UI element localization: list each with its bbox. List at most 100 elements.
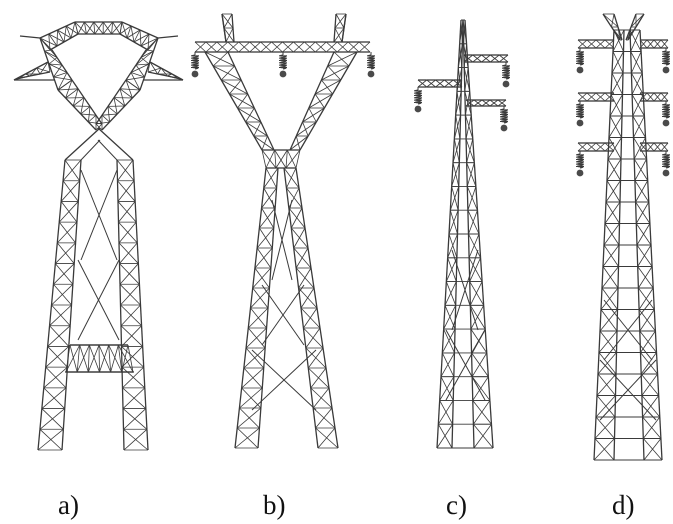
arm-brace bbox=[654, 143, 661, 151]
chord-member bbox=[600, 310, 601, 332]
brace-member bbox=[20, 74, 25, 78]
chord-member bbox=[40, 38, 45, 51]
brace-member bbox=[45, 51, 63, 65]
rung-member bbox=[148, 62, 150, 72]
chord-member bbox=[142, 326, 143, 347]
rung-member bbox=[275, 150, 276, 168]
rung-member bbox=[58, 30, 65, 42]
arm-brace bbox=[466, 100, 474, 106]
insulator-weight bbox=[662, 66, 670, 74]
brace-member bbox=[120, 89, 125, 106]
brace-member bbox=[120, 284, 141, 305]
rung-member bbox=[94, 22, 95, 34]
chord-member bbox=[455, 305, 456, 329]
arm-brace bbox=[490, 55, 499, 62]
chord-member bbox=[640, 331, 641, 353]
chord-member bbox=[469, 234, 470, 258]
chord-member bbox=[490, 400, 492, 424]
chord-member bbox=[65, 388, 66, 409]
brace-member bbox=[88, 106, 90, 122]
chord-member bbox=[655, 331, 656, 353]
arm-brace bbox=[474, 100, 482, 106]
brace-member bbox=[54, 65, 63, 77]
brace-member bbox=[118, 181, 136, 202]
chord-member bbox=[450, 186, 451, 210]
brace-member bbox=[244, 348, 265, 368]
brace-member bbox=[127, 30, 140, 38]
brace-member bbox=[262, 136, 267, 150]
brace-member bbox=[237, 408, 261, 428]
brace-member bbox=[246, 108, 255, 122]
brace-member bbox=[49, 34, 64, 42]
chord-member bbox=[67, 73, 72, 81]
lattice-member bbox=[65, 128, 100, 160]
brace-member bbox=[57, 222, 77, 243]
chord-member bbox=[213, 66, 221, 80]
chord-member bbox=[316, 428, 318, 448]
chord-member bbox=[631, 52, 632, 74]
chord-member bbox=[57, 222, 59, 243]
chord-member bbox=[643, 417, 644, 439]
chord-member bbox=[468, 68, 470, 92]
chord-member bbox=[326, 368, 329, 388]
chord-member bbox=[141, 305, 142, 326]
chord-member bbox=[40, 72, 50, 74]
chord-member bbox=[120, 264, 121, 285]
chord-member bbox=[54, 77, 59, 90]
chord-member bbox=[120, 80, 126, 89]
chord-member bbox=[646, 138, 647, 160]
chord-member bbox=[50, 305, 52, 326]
chord-member bbox=[59, 201, 61, 222]
brace-member bbox=[286, 150, 300, 168]
chord-member bbox=[303, 328, 305, 348]
chord-member bbox=[102, 122, 110, 130]
brace-member bbox=[631, 14, 644, 27]
chord-member bbox=[653, 288, 654, 310]
brace-member bbox=[466, 139, 474, 163]
chord-member bbox=[601, 288, 602, 310]
brace-member bbox=[222, 14, 233, 28]
chord-member bbox=[605, 202, 606, 224]
brace-member bbox=[131, 26, 134, 42]
chord-member bbox=[262, 188, 264, 208]
brace-member bbox=[449, 210, 458, 234]
rung-member bbox=[102, 115, 110, 122]
chord-member bbox=[476, 186, 478, 210]
rung-member bbox=[77, 345, 80, 372]
brace-member bbox=[49, 58, 57, 65]
chord-member bbox=[123, 388, 124, 409]
arm-brace bbox=[578, 40, 587, 48]
brace-member bbox=[54, 77, 73, 80]
tower-d-double-circuit-lattice bbox=[576, 14, 670, 460]
chord-member bbox=[321, 66, 327, 80]
insulator-string bbox=[414, 87, 422, 113]
rung-member bbox=[112, 22, 113, 34]
brace-member bbox=[276, 150, 287, 168]
chord-member bbox=[599, 331, 600, 353]
brace-member bbox=[150, 62, 158, 74]
chord-member bbox=[96, 115, 102, 124]
brace-member bbox=[122, 22, 127, 38]
chord-member bbox=[253, 268, 255, 288]
chord-member bbox=[40, 34, 49, 38]
brace-member bbox=[224, 28, 234, 42]
chord-member bbox=[636, 14, 644, 27]
chord-member bbox=[644, 116, 645, 138]
chord-member bbox=[328, 52, 334, 66]
chord-member bbox=[634, 159, 635, 181]
chord-member bbox=[334, 28, 335, 42]
chord-member bbox=[294, 248, 296, 268]
chord-member bbox=[265, 328, 266, 348]
chord-member bbox=[235, 428, 237, 448]
chord-member bbox=[286, 188, 288, 208]
chord-member bbox=[120, 284, 121, 305]
chord-member bbox=[466, 139, 467, 163]
insulator-weight bbox=[502, 80, 510, 88]
chord-member bbox=[630, 30, 631, 52]
lattice-member bbox=[600, 360, 656, 420]
chord-member bbox=[467, 163, 468, 187]
arm-brace bbox=[596, 143, 605, 151]
chord-member bbox=[314, 288, 317, 308]
insulator-string bbox=[502, 62, 510, 88]
brace-member bbox=[49, 64, 67, 73]
